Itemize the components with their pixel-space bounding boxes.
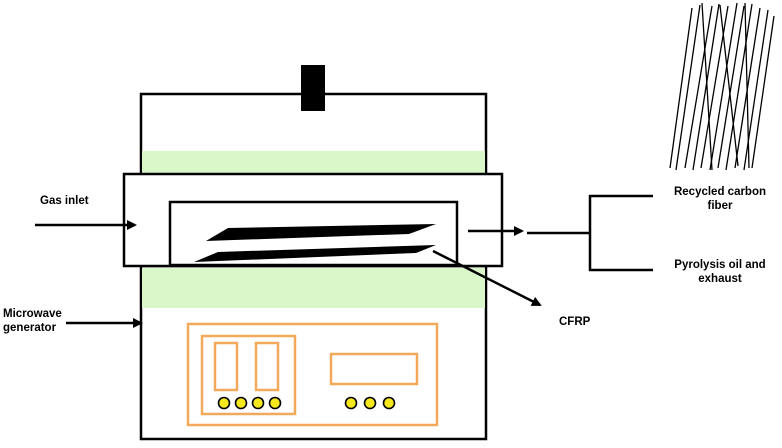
control-knob [363,396,377,410]
control-panel [186,322,439,427]
left-control-group [200,334,297,416]
left-meter-1 [213,341,239,392]
control-knob [234,396,248,410]
microwave-generator-label-line1: Microwave [3,308,62,320]
control-knob [217,396,231,410]
right-button-row [344,396,396,410]
control-knob [382,396,396,410]
upper-insulation [142,151,485,173]
recycled-carbon-fiber-label-line1: Recycled carbon [673,186,767,198]
furnace-handle [301,65,325,111]
control-knob [344,396,358,410]
cfrp-label: CFRP [559,316,591,328]
left-meter-2 [254,341,280,392]
pyrolysis-oil-label-line2: exhaust [698,273,742,285]
pyrolysis-oil-label-line1: Pyrolysis oil and [674,259,766,271]
control-knob [268,396,282,410]
gas-inlet-label: Gas inlet [40,195,89,207]
cfrp-pointer-arrow [432,249,542,307]
left-button-row [217,396,282,410]
cfrp-sheet [206,224,436,241]
control-knob [251,396,265,410]
cfrp-sheet [194,245,436,262]
display-screen [329,352,419,386]
carbon-fiber-illustration [669,2,775,171]
recycled-carbon-fiber-label-line2: fiber [707,200,733,212]
lower-insulation [142,268,485,308]
microwave-generator-label-line2: generator [3,322,57,334]
